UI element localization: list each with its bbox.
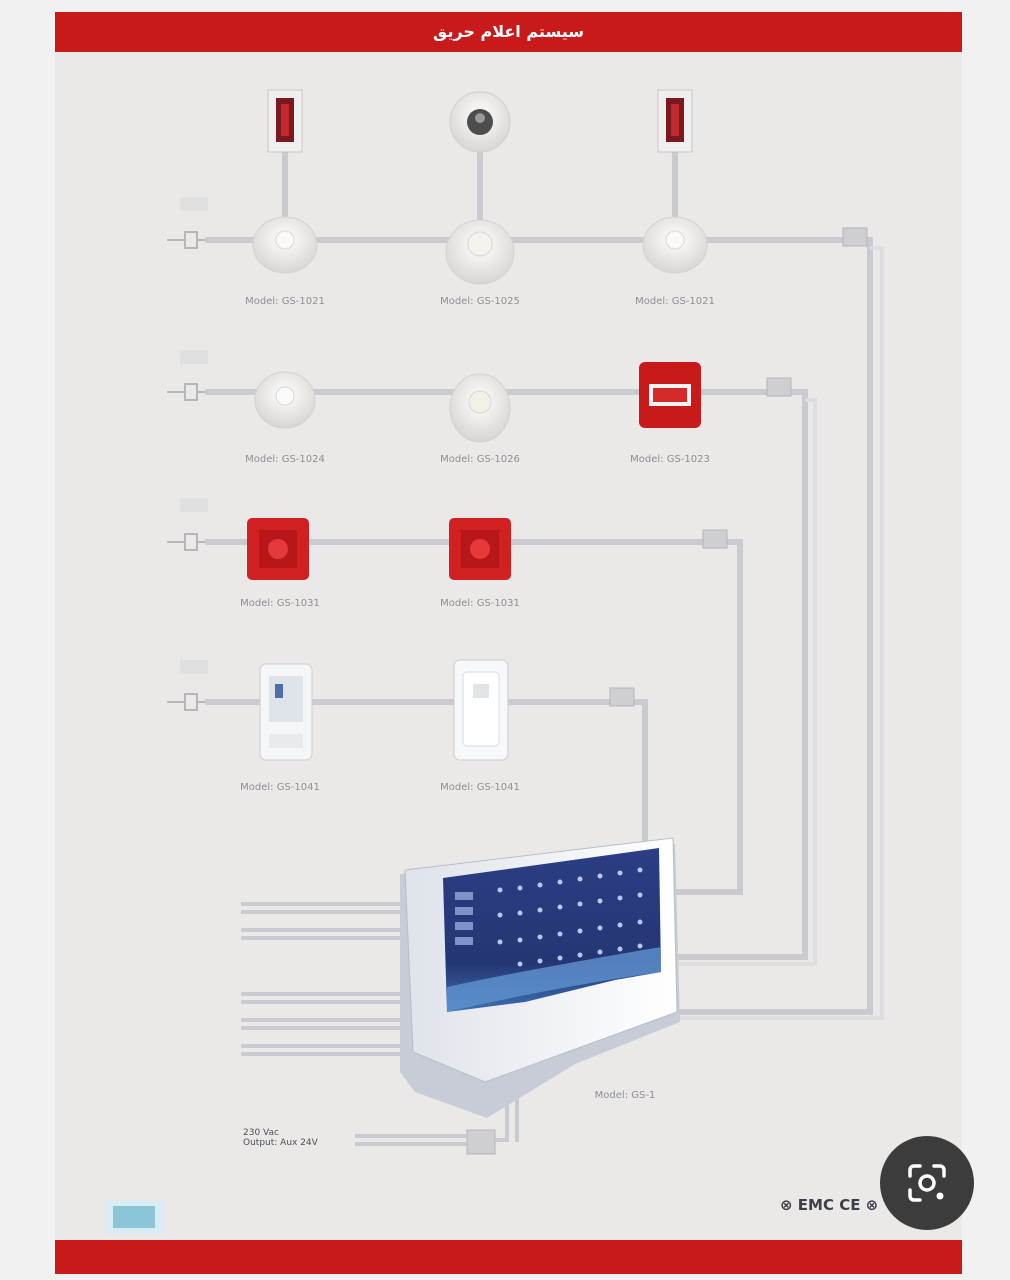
fire-alarm-sounder — [639, 362, 701, 428]
wiring-diagram — [105, 89, 884, 1234]
panel-output-cables — [241, 902, 519, 1146]
zone1-wire — [205, 237, 873, 1015]
junction-box — [466, 1129, 496, 1155]
device-label: Model: GS-1021 — [245, 296, 325, 307]
power-label-line1: 230 Vac — [243, 1128, 279, 1138]
device-label: Model: GS-1041 — [440, 782, 520, 793]
junction-box — [766, 377, 792, 397]
title-banner: سیستم اعلام حریق — [55, 12, 962, 52]
device-label: Model: GS-1041 — [240, 782, 320, 793]
diagram-page: سیستم اعلام حریق — [55, 12, 962, 1274]
device-label: Model: GS-1025 — [440, 296, 520, 307]
gas-detector — [259, 663, 313, 761]
device-label: Model: GS-1021 — [635, 296, 715, 307]
junction-box — [609, 687, 635, 707]
heat-detector — [445, 219, 515, 285]
heat-detector — [449, 373, 511, 443]
camera-search-icon — [908, 1164, 946, 1202]
power-label-line2: Output: Aux 24V — [243, 1138, 318, 1148]
manufacturer-logo — [105, 1200, 163, 1234]
junction-boxes — [466, 227, 868, 1155]
manual-call-point — [247, 518, 309, 580]
device-label: Model: GS-1023 — [630, 454, 710, 465]
zone-indicator-leds — [455, 892, 473, 945]
lens-search-button[interactable] — [880, 1136, 974, 1230]
remote-indicator-lamp — [657, 89, 693, 153]
manual-call-point — [449, 518, 511, 580]
panel-model-label: Model: GS-1 — [594, 1090, 656, 1101]
smoke-detector — [642, 216, 708, 274]
zone3-wire — [205, 539, 743, 895]
eol-resistor-zone4 — [167, 660, 208, 711]
device-label: Model: GS-1024 — [245, 454, 325, 465]
zone-wires-inner — [655, 246, 884, 1020]
junction-box — [842, 227, 868, 247]
junction-box — [702, 529, 728, 549]
diagram-title: سیستم اعلام حریق — [433, 22, 584, 41]
fire-alarm-control-panel — [400, 837, 680, 1118]
power-supply-label: 230 Vac Output: Aux 24V — [243, 1128, 318, 1148]
zone2-wire — [205, 389, 808, 960]
eol-resistor-zone1 — [167, 197, 208, 249]
remote-indicator-lamp — [267, 89, 303, 153]
footer-band — [55, 1240, 962, 1274]
smoke-detector — [252, 216, 318, 274]
device-label: Model: GS-1031 — [240, 598, 320, 609]
device-label: Model: GS-1031 — [440, 598, 520, 609]
eol-resistor-zone2 — [167, 350, 208, 401]
smoke-detector — [254, 371, 316, 429]
panel-led-matrix — [497, 867, 643, 967]
certification-marks: ⊗ EMC CE ⊗ — [780, 1196, 879, 1214]
device-label: Model: GS-1026 — [440, 454, 520, 465]
gas-detector — [453, 659, 509, 761]
end-of-line-resistors — [167, 197, 208, 711]
eol-resistor-zone3 — [167, 498, 208, 551]
beam-detector — [449, 91, 511, 153]
